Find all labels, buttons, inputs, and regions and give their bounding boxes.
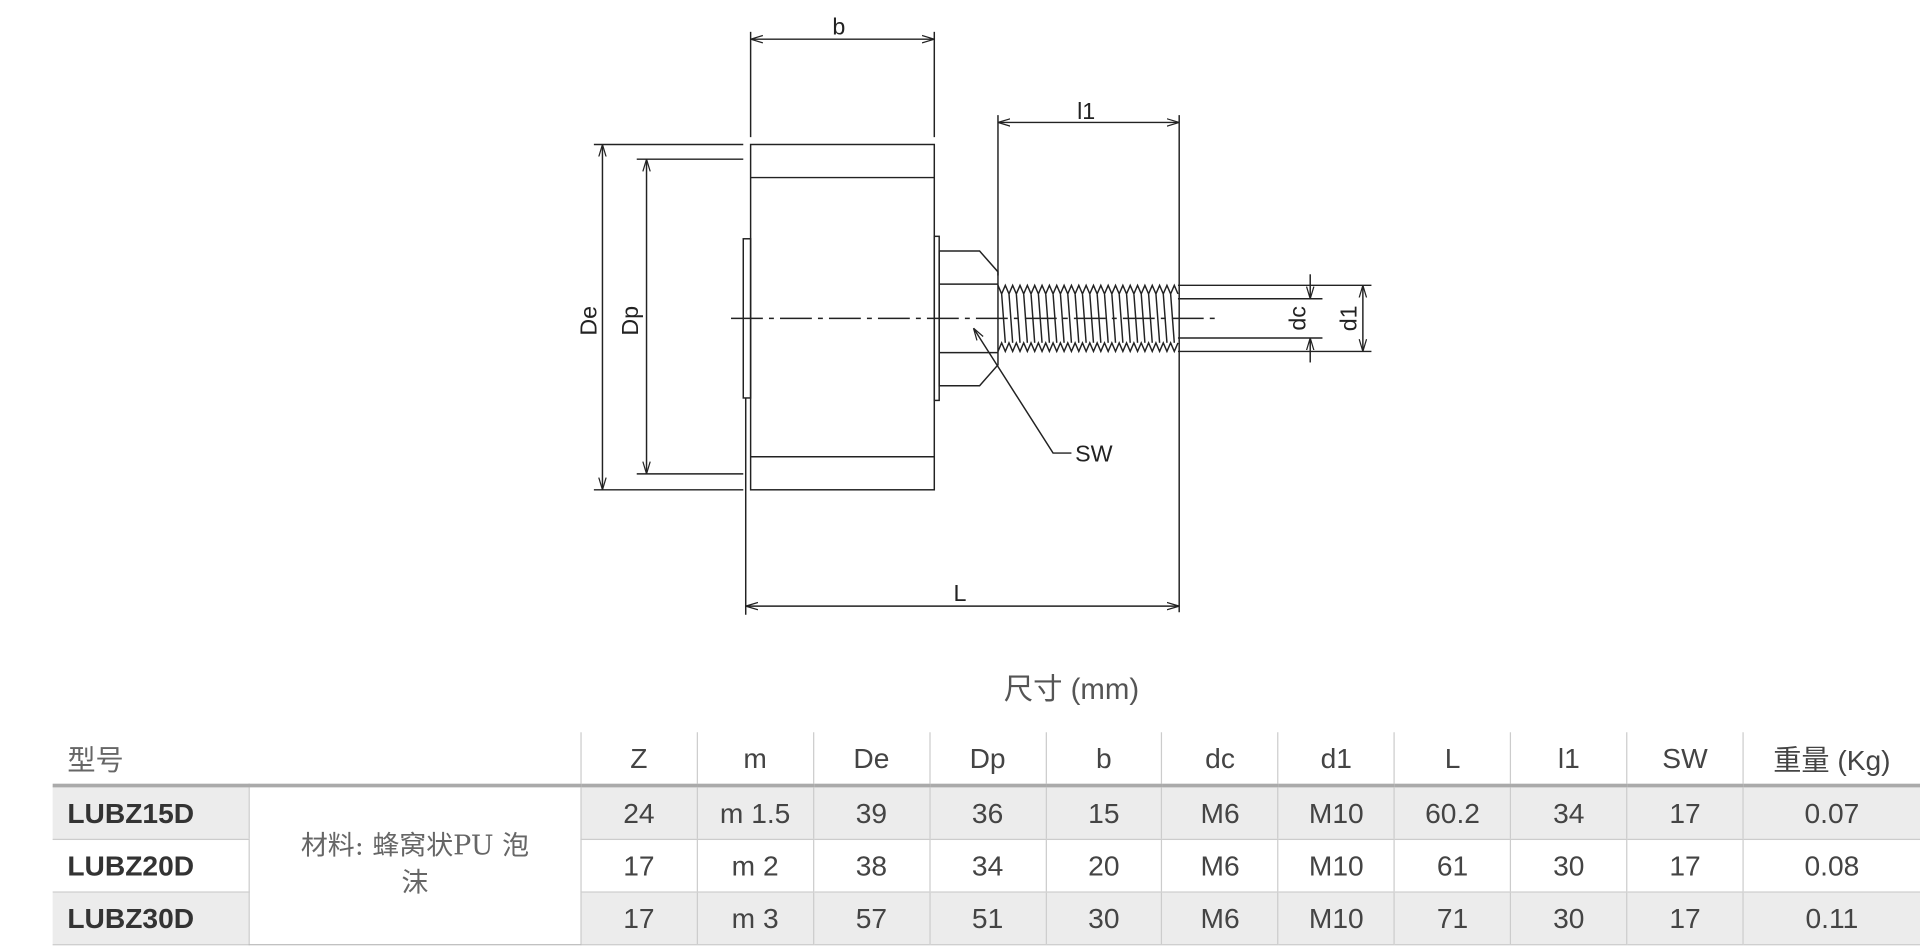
value-cell: m 1.5 (696, 785, 814, 841)
value-cell: m 2 (696, 839, 814, 893)
value-cell: M10 (1277, 839, 1395, 893)
value-cell: 51 (928, 892, 1046, 946)
value-cell: M6 (1161, 892, 1279, 946)
value-cell: 36 (928, 785, 1046, 841)
technical-drawing: b l1 L SW De Dp dc d1 (575, 13, 1372, 615)
value-cell: 0.08 (1742, 839, 1920, 893)
value-cell: 17 (580, 839, 698, 893)
dim-label-L: L (954, 580, 967, 606)
header-cell: b (1045, 732, 1162, 788)
dim-label-d1: d1 (1336, 305, 1362, 331)
dim-label-dc: dc (1284, 306, 1310, 331)
table-title: 尺寸 (mm) (1003, 673, 1140, 707)
value-cell: 57 (812, 892, 930, 946)
value-cell: 71 (1393, 892, 1511, 946)
header-cell: Dp (928, 732, 1046, 788)
dim-label-Dp: Dp (617, 306, 643, 336)
value-cell: 17 (1626, 839, 1744, 893)
value-cell: 34 (1510, 785, 1627, 841)
value-cell: 24 (580, 785, 698, 841)
value-cell: 61 (1393, 839, 1511, 893)
header-cell: m (696, 732, 814, 788)
header-cell: dc (1161, 732, 1279, 788)
model-cell: LUBZ30D (52, 892, 250, 946)
value-cell: 30 (1510, 892, 1627, 946)
value-cell: 17 (580, 892, 698, 946)
dim-label-SW: SW (1075, 441, 1113, 467)
value-cell: 20 (1045, 839, 1162, 893)
value-cell: M6 (1161, 839, 1279, 893)
model-cell: LUBZ15D (52, 785, 250, 841)
value-cell: 30 (1045, 892, 1162, 946)
hex-nut (938, 250, 999, 387)
value-cell: 38 (812, 839, 930, 893)
value-cell: 34 (928, 839, 1046, 893)
header-cell: Z (580, 732, 698, 788)
thread (997, 283, 1179, 343)
header-cell: 重量 (Kg) (1742, 732, 1920, 788)
material-text: 材料: 蜂窝状PU 泡沫 (300, 831, 530, 899)
value-cell: 30 (1510, 839, 1627, 893)
header-cell: d1 (1277, 732, 1395, 788)
dim-label-De: De (575, 306, 601, 336)
dim-label-b: b (832, 13, 845, 39)
value-cell: 15 (1045, 785, 1162, 841)
value-cell: 60.2 (1393, 785, 1511, 841)
value-cell: M10 (1277, 892, 1395, 946)
spec-table: 型号 Z m De Dp b dc d1 L l1 SW 重量 (Kg) LUB… (52, 732, 1920, 946)
value-cell: M6 (1161, 785, 1279, 841)
value-cell: 0.07 (1742, 785, 1920, 841)
value-cell: 0.11 (1742, 892, 1920, 946)
table-header: 型号 Z m De Dp b dc d1 L l1 SW 重量 (Kg) (52, 732, 1920, 788)
header-cell: SW (1626, 732, 1744, 788)
value-cell: 17 (1626, 785, 1744, 841)
value-cell: M10 (1277, 785, 1395, 841)
header-cell: De (812, 732, 930, 788)
header-cell: l1 (1510, 732, 1627, 788)
header-cell: L (1393, 732, 1511, 788)
header-model: 型号 (52, 732, 581, 788)
dim-label-l1: l1 (1077, 98, 1095, 124)
roller-body (749, 143, 936, 491)
value-cell: 39 (812, 785, 930, 841)
material-cell: 材料: 蜂窝状PU 泡沫 (248, 785, 581, 946)
model-cell: LUBZ20D (52, 839, 250, 893)
value-cell: m 3 (696, 892, 814, 946)
value-cell: 17 (1626, 892, 1744, 946)
